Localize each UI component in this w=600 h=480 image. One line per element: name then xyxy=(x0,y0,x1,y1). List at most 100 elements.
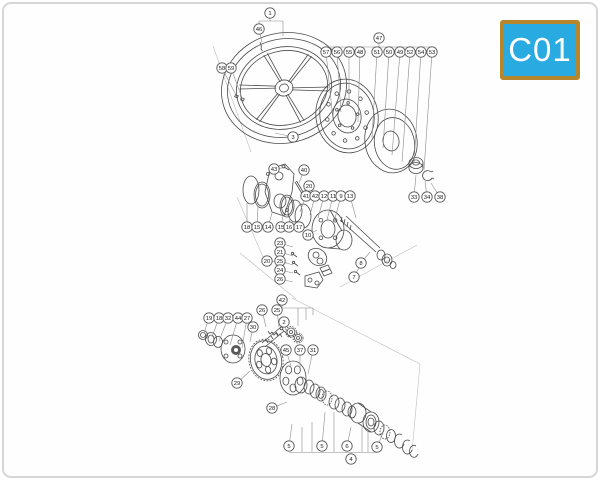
svg-text:12: 12 xyxy=(321,194,328,200)
axle-nut xyxy=(408,157,424,174)
svg-text:26: 26 xyxy=(277,277,284,283)
svg-text:16: 16 xyxy=(286,225,293,231)
svg-text:30: 30 xyxy=(250,325,257,331)
callout-25[interactable]: 25 xyxy=(271,304,283,316)
callout-16[interactable]: 16 xyxy=(283,221,295,233)
leader-line xyxy=(357,51,361,123)
svg-text:45: 45 xyxy=(283,348,290,354)
callout-5[interactable]: 5 xyxy=(371,441,383,453)
callout-59[interactable]: 59 xyxy=(225,62,237,74)
callout-53[interactable]: 53 xyxy=(426,46,438,58)
svg-text:13: 13 xyxy=(347,194,354,200)
callout-13[interactable]: 13 xyxy=(344,190,356,202)
svg-text:33: 33 xyxy=(411,195,418,201)
callout-32[interactable]: 32 xyxy=(222,312,234,324)
svg-text:8: 8 xyxy=(359,261,363,267)
callout-2[interactable]: 2 xyxy=(278,316,290,328)
disc-cover xyxy=(364,108,418,174)
callout-29[interactable]: 29 xyxy=(231,377,243,389)
callout-20[interactable]: 20 xyxy=(303,180,315,192)
svg-text:49: 49 xyxy=(397,50,404,56)
callout-7[interactable]: 7 xyxy=(348,271,360,283)
callout-17[interactable]: 17 xyxy=(293,221,305,233)
callout-45[interactable]: 45 xyxy=(280,344,292,356)
callout-28[interactable]: 28 xyxy=(266,402,278,414)
callout-20[interactable]: 20 xyxy=(261,255,273,267)
callout-54[interactable]: 54 xyxy=(415,46,427,58)
callout-8[interactable]: 8 xyxy=(355,257,367,269)
svg-text:23: 23 xyxy=(277,241,284,247)
callout-42[interactable]: 42 xyxy=(276,294,288,306)
svg-text:53: 53 xyxy=(429,50,436,56)
leader-line xyxy=(321,411,326,447)
svg-text:29: 29 xyxy=(234,381,241,387)
callout-38[interactable]: 38 xyxy=(434,191,446,203)
callout-6[interactable]: 6 xyxy=(341,440,353,452)
svg-text:9: 9 xyxy=(339,194,342,200)
svg-text:57: 57 xyxy=(323,50,330,56)
callout-23[interactable]: 23 xyxy=(274,237,286,249)
callout-33[interactable]: 33 xyxy=(408,191,420,203)
wheel-weight xyxy=(240,97,245,102)
svg-text:1: 1 xyxy=(268,11,271,17)
callout-37[interactable]: 37 xyxy=(294,344,306,356)
callout-43[interactable]: 43 xyxy=(268,163,280,175)
callout-44[interactable]: 44 xyxy=(232,312,244,324)
svg-text:4: 4 xyxy=(349,457,353,463)
svg-text:5: 5 xyxy=(287,444,291,450)
leader-line xyxy=(391,51,401,156)
svg-text:18: 18 xyxy=(216,316,223,322)
callout-18[interactable]: 18 xyxy=(241,221,253,233)
svg-text:25: 25 xyxy=(274,308,281,314)
svg-text:20: 20 xyxy=(306,184,313,190)
svg-text:50: 50 xyxy=(386,50,393,56)
svg-text:15: 15 xyxy=(254,225,261,231)
callout-19[interactable]: 19 xyxy=(203,312,215,324)
callout-3[interactable]: 3 xyxy=(287,131,299,143)
callout-31[interactable]: 31 xyxy=(307,344,319,356)
callout-27[interactable]: 27 xyxy=(241,312,253,324)
callout-57[interactable]: 57 xyxy=(320,46,332,58)
callout-50[interactable]: 50 xyxy=(383,46,395,58)
svg-text:58: 58 xyxy=(219,66,226,72)
brake-disc xyxy=(315,78,379,154)
callout-5[interactable]: 5 xyxy=(316,440,328,452)
callout-30[interactable]: 30 xyxy=(247,321,259,333)
callout-14[interactable]: 14 xyxy=(262,221,274,233)
callout-48[interactable]: 48 xyxy=(354,46,366,58)
svg-text:19: 19 xyxy=(206,316,213,322)
callout-26[interactable]: 26 xyxy=(256,304,268,316)
callout-51[interactable]: 51 xyxy=(371,46,383,58)
callout-52[interactable]: 52 xyxy=(404,46,416,58)
leader-line xyxy=(336,51,342,113)
callout-40[interactable]: 40 xyxy=(298,164,310,176)
callout-4[interactable]: 4 xyxy=(345,453,357,465)
svg-text:38: 38 xyxy=(437,195,444,201)
catalog-code-badge[interactable]: C01 xyxy=(500,20,580,80)
callout-5[interactable]: 5 xyxy=(283,440,295,452)
callout-47[interactable]: 47 xyxy=(373,32,385,44)
svg-text:10: 10 xyxy=(305,233,312,239)
callout-26[interactable]: 26 xyxy=(274,273,286,285)
leader-line xyxy=(413,51,422,164)
callout-brackets xyxy=(258,18,432,454)
callout-46[interactable]: 46 xyxy=(253,23,265,35)
svg-text:15: 15 xyxy=(278,225,285,231)
callout-49[interactable]: 49 xyxy=(394,46,406,58)
svg-text:37: 37 xyxy=(297,348,304,354)
callout-55[interactable]: 55 xyxy=(343,46,355,58)
rear-wheel xyxy=(221,32,347,144)
svg-text:7: 7 xyxy=(352,275,355,281)
svg-text:24: 24 xyxy=(277,268,284,274)
callout-56[interactable]: 56 xyxy=(331,46,343,58)
valve-stem xyxy=(259,41,263,52)
callout-10[interactable]: 10 xyxy=(302,229,314,241)
callout-34[interactable]: 34 xyxy=(421,191,433,203)
callout-9[interactable]: 9 xyxy=(335,190,347,202)
callout-1[interactable]: 1 xyxy=(264,7,276,19)
svg-text:21: 21 xyxy=(277,250,284,256)
leader-line xyxy=(371,51,378,139)
callout-15[interactable]: 15 xyxy=(251,221,263,233)
